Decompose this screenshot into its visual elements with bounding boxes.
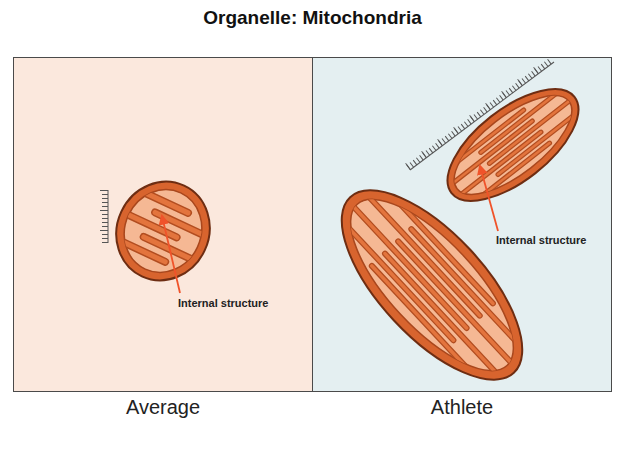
leader-arrow [162, 216, 180, 293]
panel: Average [13, 57, 313, 392]
panel-caption: Average [14, 396, 312, 419]
panel: Athlete [312, 57, 612, 392]
leader-arrow [480, 166, 498, 231]
panel-ground [13, 57, 313, 392]
mitochondrion [312, 162, 552, 408]
callout-label: Internal structure [496, 234, 586, 246]
callout-label: Internal structure [178, 297, 268, 309]
diagram-title: Organelle: Mitochondria [0, 7, 625, 29]
panel-caption: Athlete [313, 396, 611, 419]
mitochondrion [100, 166, 226, 296]
scale-ruler [104, 190, 108, 243]
mitochondrion [428, 67, 598, 222]
